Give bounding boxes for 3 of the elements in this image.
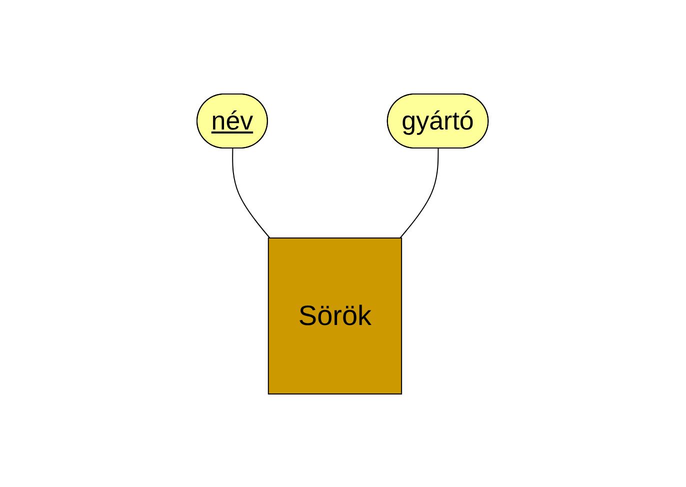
connector [232, 148, 271, 238]
connector [400, 148, 440, 238]
node-box: Sörök [268, 237, 402, 394]
